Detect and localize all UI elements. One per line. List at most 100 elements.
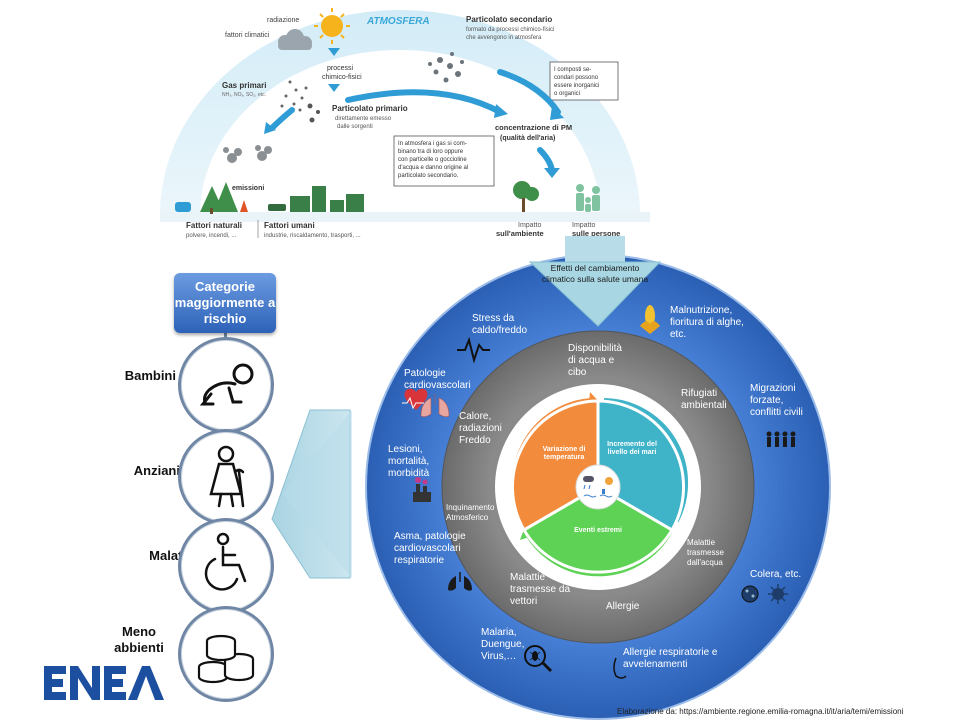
weather-icons — [583, 476, 613, 498]
info-box-atmosfera: In atmosfera i gas si com- binano tra di… — [393, 135, 495, 187]
crawling-baby-icon — [199, 363, 254, 406]
trees-icon — [200, 182, 238, 214]
svg-text:I composti se-: I composti se- — [554, 67, 591, 73]
particles-icon — [428, 52, 464, 83]
temperatura-label: Variazione di temperatura — [542, 446, 586, 461]
atmosfera-label: ATMOSFERA — [366, 16, 430, 27]
elderly-woman-icon — [209, 445, 245, 508]
stress-label: Stress da caldo/freddo — [472, 313, 528, 336]
car-icon — [268, 204, 286, 211]
inquinamento-label: Inquinamento Atmosferico — [446, 503, 495, 522]
effetti-label: Effetti del cambiamento climatico sulla … — [541, 263, 649, 284]
svg-text:particolato secondario.: particolato secondario. — [398, 173, 459, 179]
heartbeat-icon — [457, 336, 490, 364]
malattie-acqua-label: Malattie trasmesse dall'acqua — [687, 538, 724, 567]
coins-icon — [197, 634, 255, 684]
family-icon — [576, 184, 600, 212]
center-icon-disk — [575, 464, 621, 510]
fattori-climatici-label: fattori climatici — [225, 32, 270, 39]
bacteria-icon — [741, 584, 788, 604]
factory-icon — [413, 477, 431, 502]
left-arrow-tip — [282, 410, 352, 578]
svg-text:d'acqua e danno origine al: d'acqua e danno origine al — [398, 165, 468, 171]
chimico-fisici-label: chimico-fisici — [322, 74, 362, 81]
svg-text:condari possono: condari possono — [554, 75, 599, 81]
allergie-label: Allergie — [606, 601, 640, 612]
emissioni-label: emissioni — [232, 185, 264, 192]
rifugiati-label: Rifugiati ambientali — [681, 388, 727, 411]
ps-desc-1: formato da processi chimico-fisici — [466, 27, 554, 33]
particolato-primario-label: Particolato primario — [332, 104, 408, 113]
nose-icon — [613, 657, 627, 679]
malnutrizione-label: Malnutrizione, fioritura di alghe, etc. — [670, 305, 744, 340]
fattori-umani-label: Fattori umani — [264, 221, 315, 230]
disponibilita-label: Disponibilità di acqua e cibo — [568, 343, 622, 378]
lungs-icon — [448, 572, 472, 591]
category-meno-abbienti — [178, 606, 274, 702]
gas-primari-label: Gas primari — [222, 81, 266, 90]
pp-desc-1: direttamente emesso — [335, 116, 392, 122]
category-anziani — [178, 429, 274, 525]
malattie-vettori-label: Malattie trasmesse da vettori — [510, 572, 571, 607]
arrow-down-icon — [328, 48, 340, 56]
gas-formula-label: NH₃, NOₓ, SO₂, etc. — [222, 92, 266, 98]
people-icon — [766, 431, 796, 447]
sun-icon — [314, 8, 350, 44]
eventi-label: Eventi estremi — [574, 527, 622, 534]
svg-text:o organici: o organici — [554, 91, 580, 97]
svg-text:binano tra di loro oppure: binano tra di loro oppure — [398, 149, 464, 155]
ground-strip — [160, 212, 650, 222]
fattori-naturali-label: Fattori naturali — [186, 221, 242, 230]
pp-desc-2: dalle sorgenti — [337, 124, 373, 130]
arrow-heads — [264, 104, 564, 178]
enea-logo — [42, 662, 166, 709]
allergie-resp-label: Allergie respiratorie e avvelenamenti — [623, 647, 718, 670]
cloud-icon — [278, 29, 312, 50]
persone-label: sulle persone — [572, 229, 620, 238]
arrow-down-icon — [328, 84, 340, 92]
mari-label: Incremento del livello dei mari — [607, 441, 657, 456]
patologie-label: Patologie cardiovascolari — [404, 368, 471, 391]
category-bambini — [178, 337, 274, 433]
radiazione-label: radiazione — [267, 17, 299, 24]
svg-text:In atmosfera i gas si com-: In atmosfera i gas si com- — [398, 141, 467, 147]
tree-icon — [513, 181, 539, 212]
fattori-naturali-desc: polvere, incendi, ... — [186, 233, 237, 239]
category-label-anziani: Anziani — [133, 463, 180, 478]
svg-text:essere inorganici: essere inorganici — [554, 83, 599, 89]
qualita-label: (qualità dell'aria) — [500, 135, 555, 142]
processi-label: processi — [327, 65, 354, 72]
category-label-malati: Malati — [149, 548, 186, 563]
malaria-label: Malaria, Duengue, Virus,… — [481, 627, 525, 662]
ps-desc-2: che avvengono in atmosfera — [466, 35, 542, 41]
wheelchair-icon — [204, 532, 247, 591]
migrazioni-label: Migrazioni forzate, conflitti civili — [750, 383, 803, 418]
svg-text:con particelle o goccioline: con particelle o goccioline — [398, 157, 467, 163]
lungs-icon — [420, 394, 450, 417]
lesioni-label: Lesioni, mortalità, morbidità — [388, 444, 430, 479]
colera-label: Colera, etc. — [750, 569, 802, 580]
fire-icon — [240, 200, 248, 212]
concentrazione-label: concentrazione di PM — [495, 123, 572, 132]
buildings-icon — [290, 186, 364, 212]
top-infographic: radiazione fattori climatici ATMOSFERA p… — [140, 0, 660, 240]
impatto-label-2: Impatto — [572, 222, 595, 229]
smoke-icon — [223, 145, 272, 163]
source-citation: Elaborazione da: https://ambiente.region… — [617, 707, 904, 716]
impatto-label: Impatto — [518, 222, 541, 229]
top-arrow-head — [528, 261, 662, 327]
categories-title: Categorie maggiormente a rischio — [174, 273, 276, 333]
atmosphere-arc — [160, 10, 640, 215]
heart-icon — [402, 388, 428, 410]
sector-eventi — [521, 485, 675, 574]
particles-icon — [307, 103, 320, 123]
corn-icon — [640, 305, 660, 334]
particles-icon — [280, 80, 308, 112]
calore-label: Calore, radiazioni Freddo — [459, 411, 502, 446]
pm-formation-diagram: radiazione fattori climatici ATMOSFERA p… — [160, 8, 650, 239]
category-label-bambini: Bambini — [124, 368, 176, 383]
fattori-umani-desc: industrie, riscaldamento, trasporti, ... — [264, 233, 361, 239]
category-label-meno-abbienti: Meno abbienti — [114, 624, 164, 655]
enea-logo-mark — [44, 666, 164, 700]
mosquito-icon — [524, 645, 553, 673]
